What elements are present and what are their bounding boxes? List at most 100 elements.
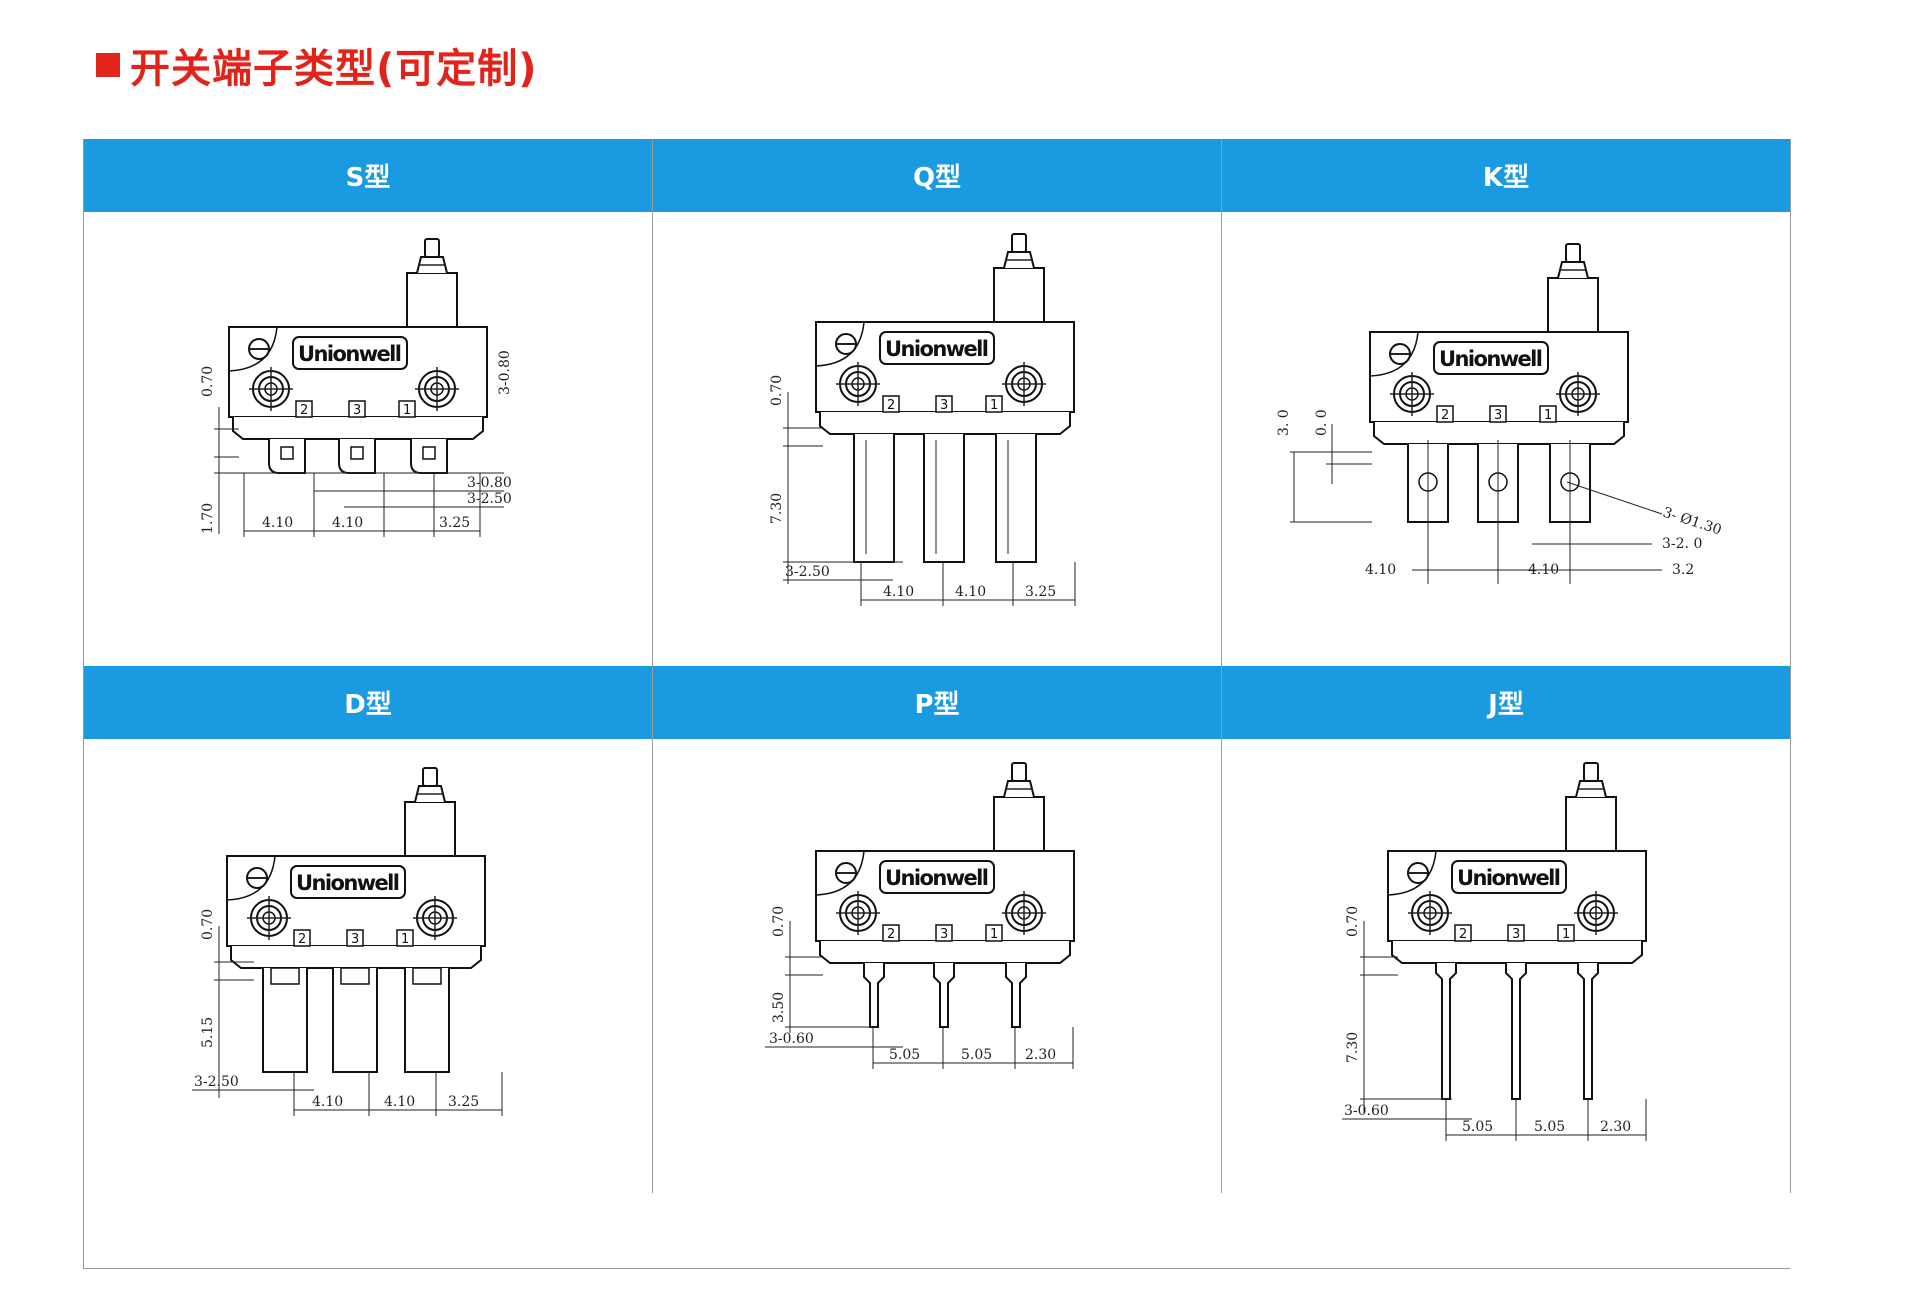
blade-root (270, 967, 300, 985)
dimension-label: 4.10 (332, 515, 363, 531)
page-title: 开关端子类型(可定制) (96, 40, 538, 92)
pin-number-box (882, 395, 900, 413)
terminal-hole (350, 446, 364, 460)
dimension-label: 4.10 (1365, 562, 1396, 578)
dimension-label: 5.05 (1534, 1119, 1565, 1135)
terminal-hole (280, 446, 294, 460)
dimension-label: 3-0.60 (1344, 1103, 1389, 1119)
terminal-pin (1005, 963, 1027, 1028)
dimension-label: 0. 0 (1314, 409, 1330, 436)
switch-flange (819, 412, 1071, 435)
dimension-label: 2.30 (1600, 1119, 1631, 1135)
terminal-pin (1435, 963, 1457, 1100)
pin-number-label: 1 (1562, 927, 1570, 942)
pin-number-label: 3 (940, 927, 948, 942)
page-title-text: 开关端子类型(可定制) (130, 46, 538, 92)
brand-plate (292, 336, 408, 370)
dimension-label: 0.70 (1345, 906, 1361, 937)
terminal-blade (262, 968, 308, 1073)
terminal-pin (1577, 963, 1599, 1100)
body-contour (1387, 850, 1437, 896)
pin-number-label: 3 (1512, 927, 1520, 942)
pin-number-label: 3 (1494, 408, 1502, 423)
pin-number-box (1557, 924, 1575, 942)
brand-plate (879, 860, 995, 894)
dimension-label: 0.70 (200, 909, 216, 940)
body-contour (226, 855, 276, 901)
blade-root (412, 967, 442, 985)
pin-number-box (396, 929, 414, 947)
pin-number-box (935, 924, 953, 942)
switch-flange (1373, 422, 1625, 445)
dimension-label: 0.70 (771, 906, 787, 937)
switch-flange (230, 946, 482, 969)
pin-number-box (1539, 405, 1557, 423)
dimension-label: 3- Ø1.30 (1661, 505, 1724, 539)
pin-number-box (346, 929, 364, 947)
pin-number-label: 2 (1441, 408, 1449, 423)
terminal-tab (268, 439, 306, 474)
pin-number-box (293, 929, 311, 947)
pin-number-box (985, 395, 1003, 413)
pin-number-box (985, 924, 1003, 942)
plunger-icon (1011, 233, 1027, 253)
pin-number-label: 1 (990, 927, 998, 942)
pin-number-label: 2 (298, 932, 306, 947)
actuator-base (404, 801, 456, 857)
plunger-icon (424, 238, 440, 258)
pin-number-label: 1 (403, 403, 411, 418)
dimension-label: 4.10 (955, 584, 986, 600)
pin-number-box (1454, 924, 1472, 942)
dimension-label: 4.10 (384, 1094, 415, 1110)
pin-number-label: 3 (351, 932, 359, 947)
dimension-label: 5.15 (200, 1017, 216, 1048)
terminal-hole (422, 446, 436, 460)
pin-number-label: 2 (887, 927, 895, 942)
dimension-label: 3-0.80 (497, 350, 513, 395)
switch-flange (232, 417, 484, 440)
brand-logo-text: Unionwell (298, 342, 402, 366)
body-contour (228, 326, 278, 372)
pin-number-box (1507, 924, 1525, 942)
terminal-tab (338, 439, 376, 474)
dimension-label: 7.30 (769, 493, 785, 524)
brand-logo-text: Unionwell (296, 871, 400, 895)
body-contour (815, 321, 865, 367)
pin-number-label: 1 (990, 398, 998, 413)
pin-number-box (348, 400, 366, 418)
dimension-label: 5.05 (1462, 1119, 1493, 1135)
dimension-label: 3-2.50 (467, 491, 512, 507)
actuator-base (993, 796, 1045, 852)
brand-plate (1433, 341, 1549, 375)
cell-header: P型 (653, 666, 1221, 739)
brand-plate (879, 331, 995, 365)
dimension-label: 4.10 (883, 584, 914, 600)
cell-header: D型 (84, 666, 652, 739)
dimension-label: 3-0.60 (769, 1031, 814, 1047)
cell-header: Q型 (653, 139, 1221, 212)
dimension-label: 3-2. 0 (1662, 536, 1702, 552)
terminal-blade (404, 968, 450, 1073)
dimension-label: 3-2.50 (785, 564, 830, 580)
brand-logo-text: Unionwell (1439, 347, 1543, 371)
pin-number-box (1436, 405, 1454, 423)
dimension-label: 3-0.80 (467, 475, 512, 491)
plunger-icon (1583, 762, 1599, 782)
pin-number-box (882, 924, 900, 942)
brand-logo-text: Unionwell (885, 866, 989, 890)
dimension-label: 7.30 (1345, 1032, 1361, 1063)
